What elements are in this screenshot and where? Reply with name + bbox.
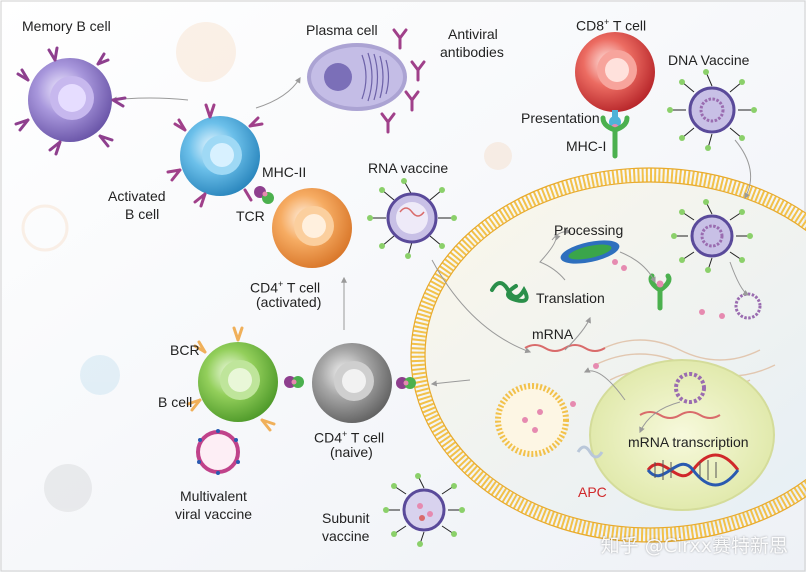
antiviral-antibodies-label-line1: Antiviral bbox=[448, 26, 498, 42]
multivalent-viral-vaccine-label-line2: viral vaccine bbox=[175, 506, 253, 522]
memory-b-cell bbox=[14, 46, 127, 156]
bcr-label: BCR bbox=[170, 342, 200, 358]
mhc-i-label: MHC-I bbox=[566, 138, 607, 154]
nucleus bbox=[589, 359, 775, 511]
processing-peptide-icon bbox=[560, 240, 627, 271]
multivalent-viral-vaccine bbox=[196, 429, 240, 475]
processing-label: Processing bbox=[554, 222, 624, 238]
mrna-label: mRNA bbox=[532, 326, 574, 342]
translation-protein-icon bbox=[490, 281, 529, 303]
tcr-label: TCR bbox=[236, 208, 265, 224]
subunit-vaccine-particle bbox=[383, 473, 465, 547]
antiviral-antibodies-label-line2: antibodies bbox=[440, 44, 504, 60]
plasma-cell bbox=[307, 28, 426, 134]
cd4-t-cell-activated bbox=[254, 186, 352, 268]
multivalent-viral-vaccine-label-line1: Multivalent bbox=[180, 488, 247, 504]
dna-vaccine-label: DNA Vaccine bbox=[668, 52, 750, 68]
cd4-t-cell-activated-label-line1: CD4+ T cell bbox=[250, 279, 321, 296]
dna-vaccine-particle bbox=[667, 69, 757, 151]
dna-helix-icon bbox=[646, 453, 740, 487]
cd4-t-cell-naive bbox=[312, 343, 416, 423]
subunit-vaccine-label-line1: Subunit bbox=[322, 510, 370, 526]
subunit-vaccine-label-line2: vaccine bbox=[322, 528, 370, 544]
dna-vaccine-particle-entering bbox=[671, 199, 753, 273]
activated-b-cell-label-line2: B cell bbox=[125, 206, 160, 222]
plasma-cell-label: Plasma cell bbox=[306, 22, 378, 38]
mhc-ii-tcr-complex bbox=[254, 186, 274, 204]
b-cell bbox=[186, 326, 304, 432]
endosome bbox=[495, 383, 569, 457]
rna-vaccine-particle bbox=[367, 178, 457, 259]
apc-label: APC bbox=[578, 484, 607, 500]
watermark: 知乎 @Cirxx赛特新思 bbox=[600, 535, 788, 557]
b-cell-label: B cell bbox=[158, 394, 193, 410]
mhc-ii-label: MHC-II bbox=[262, 164, 307, 180]
b-cell-cd4-junction bbox=[284, 376, 304, 388]
memory-b-cell-label: Memory B cell bbox=[22, 18, 111, 34]
activated-b-cell bbox=[166, 103, 264, 208]
cd4-t-cell-naive-label-line1: CD4+ T cell bbox=[314, 429, 385, 446]
cd4-t-cell-activated-label-line2: (activated) bbox=[256, 294, 322, 310]
mrna-transcription-label: mRNA transcription bbox=[628, 434, 749, 450]
rna-vaccine-label: RNA vaccine bbox=[368, 160, 449, 176]
cd8-t-cell bbox=[575, 32, 655, 159]
cd4-t-cell-naive-label-line2: (naive) bbox=[330, 444, 373, 460]
translation-label: Translation bbox=[536, 290, 605, 306]
cd8-t-cell-label: CD8+ T cell bbox=[576, 17, 647, 34]
activated-b-cell-label-line1: Activated bbox=[108, 188, 166, 204]
presentation-label: Presentation bbox=[521, 110, 600, 126]
apc-cell bbox=[410, 167, 806, 543]
flow-arrows bbox=[110, 76, 752, 434]
mrna-strand bbox=[524, 344, 606, 352]
tcr-mhc-i-complex bbox=[600, 110, 630, 159]
